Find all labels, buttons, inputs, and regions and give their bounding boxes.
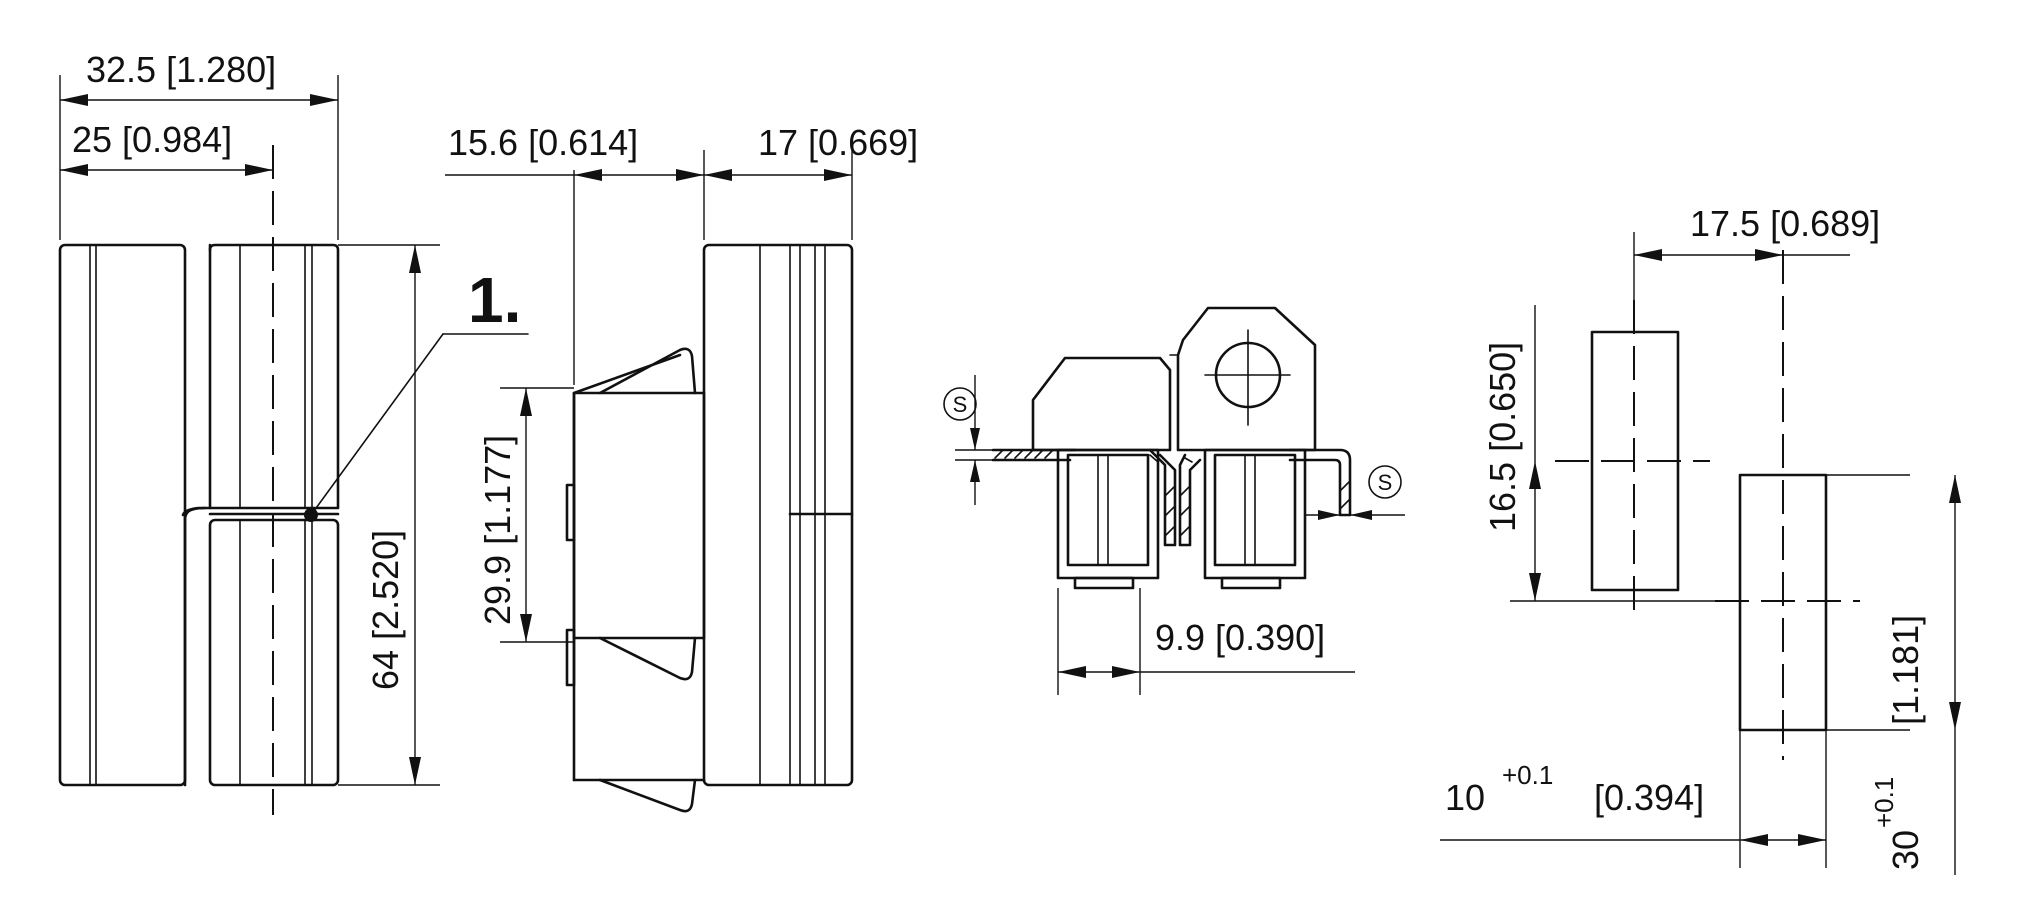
upper-leaf-outline [183,243,340,522]
item-marker-label: 1. [468,264,521,336]
dim-side-left-width: 15.6 [0.614] [448,122,638,163]
cutout-view: 17.5 [0.689] 16.5 [0.650] 30 +0.1 [1.181… [1440,203,1961,875]
material-symbol-left [943,387,977,421]
dim-cutout-spacing: 17.5 [0.689] [1690,203,1880,244]
dim-cutout-height: 30 [1885,830,1926,870]
dim-cutout-height-tolerance: +0.1 [1869,777,1899,828]
side-view: 15.6 [0.614] 17 [0.669] 29.9 [1.177] [445,122,918,813]
svg-text:S: S [953,392,968,417]
svg-text:S: S [1378,470,1393,495]
side-body [572,391,706,640]
dim-cutout-width: 10 [1445,777,1485,818]
material-symbol-right [1368,465,1402,499]
housing-left [1031,356,1172,452]
dim-total-width: 32.5 [1.280] [86,49,276,90]
dim-cutout-width-inch: [0.394] [1594,777,1704,818]
housing-right [1176,306,1317,452]
dim-overall-height: 64 [2.520] [365,530,406,690]
dim-side-right-width: 17 [0.669] [758,122,918,163]
dim-cutout-width-tolerance: +0.1 [1502,760,1553,790]
dim-cutout-vertical-offset: 16.5 [0.650] [1482,342,1523,532]
front-view: 1. 32.5 [1.280] 25 [0.984] 64 [2.520] [58,49,529,815]
mounted-view: S S 9.9 [0.390] [943,306,1405,695]
dim-pin-offset: 25 [0.984] [72,119,232,160]
dim-inner-height: 29.9 [1.177] [477,435,518,625]
left-leaf-outline [58,243,187,787]
dim-panel-gap: 9.9 [0.390] [1155,617,1325,658]
dim-cutout-height-inch: [1.181] [1885,615,1926,725]
